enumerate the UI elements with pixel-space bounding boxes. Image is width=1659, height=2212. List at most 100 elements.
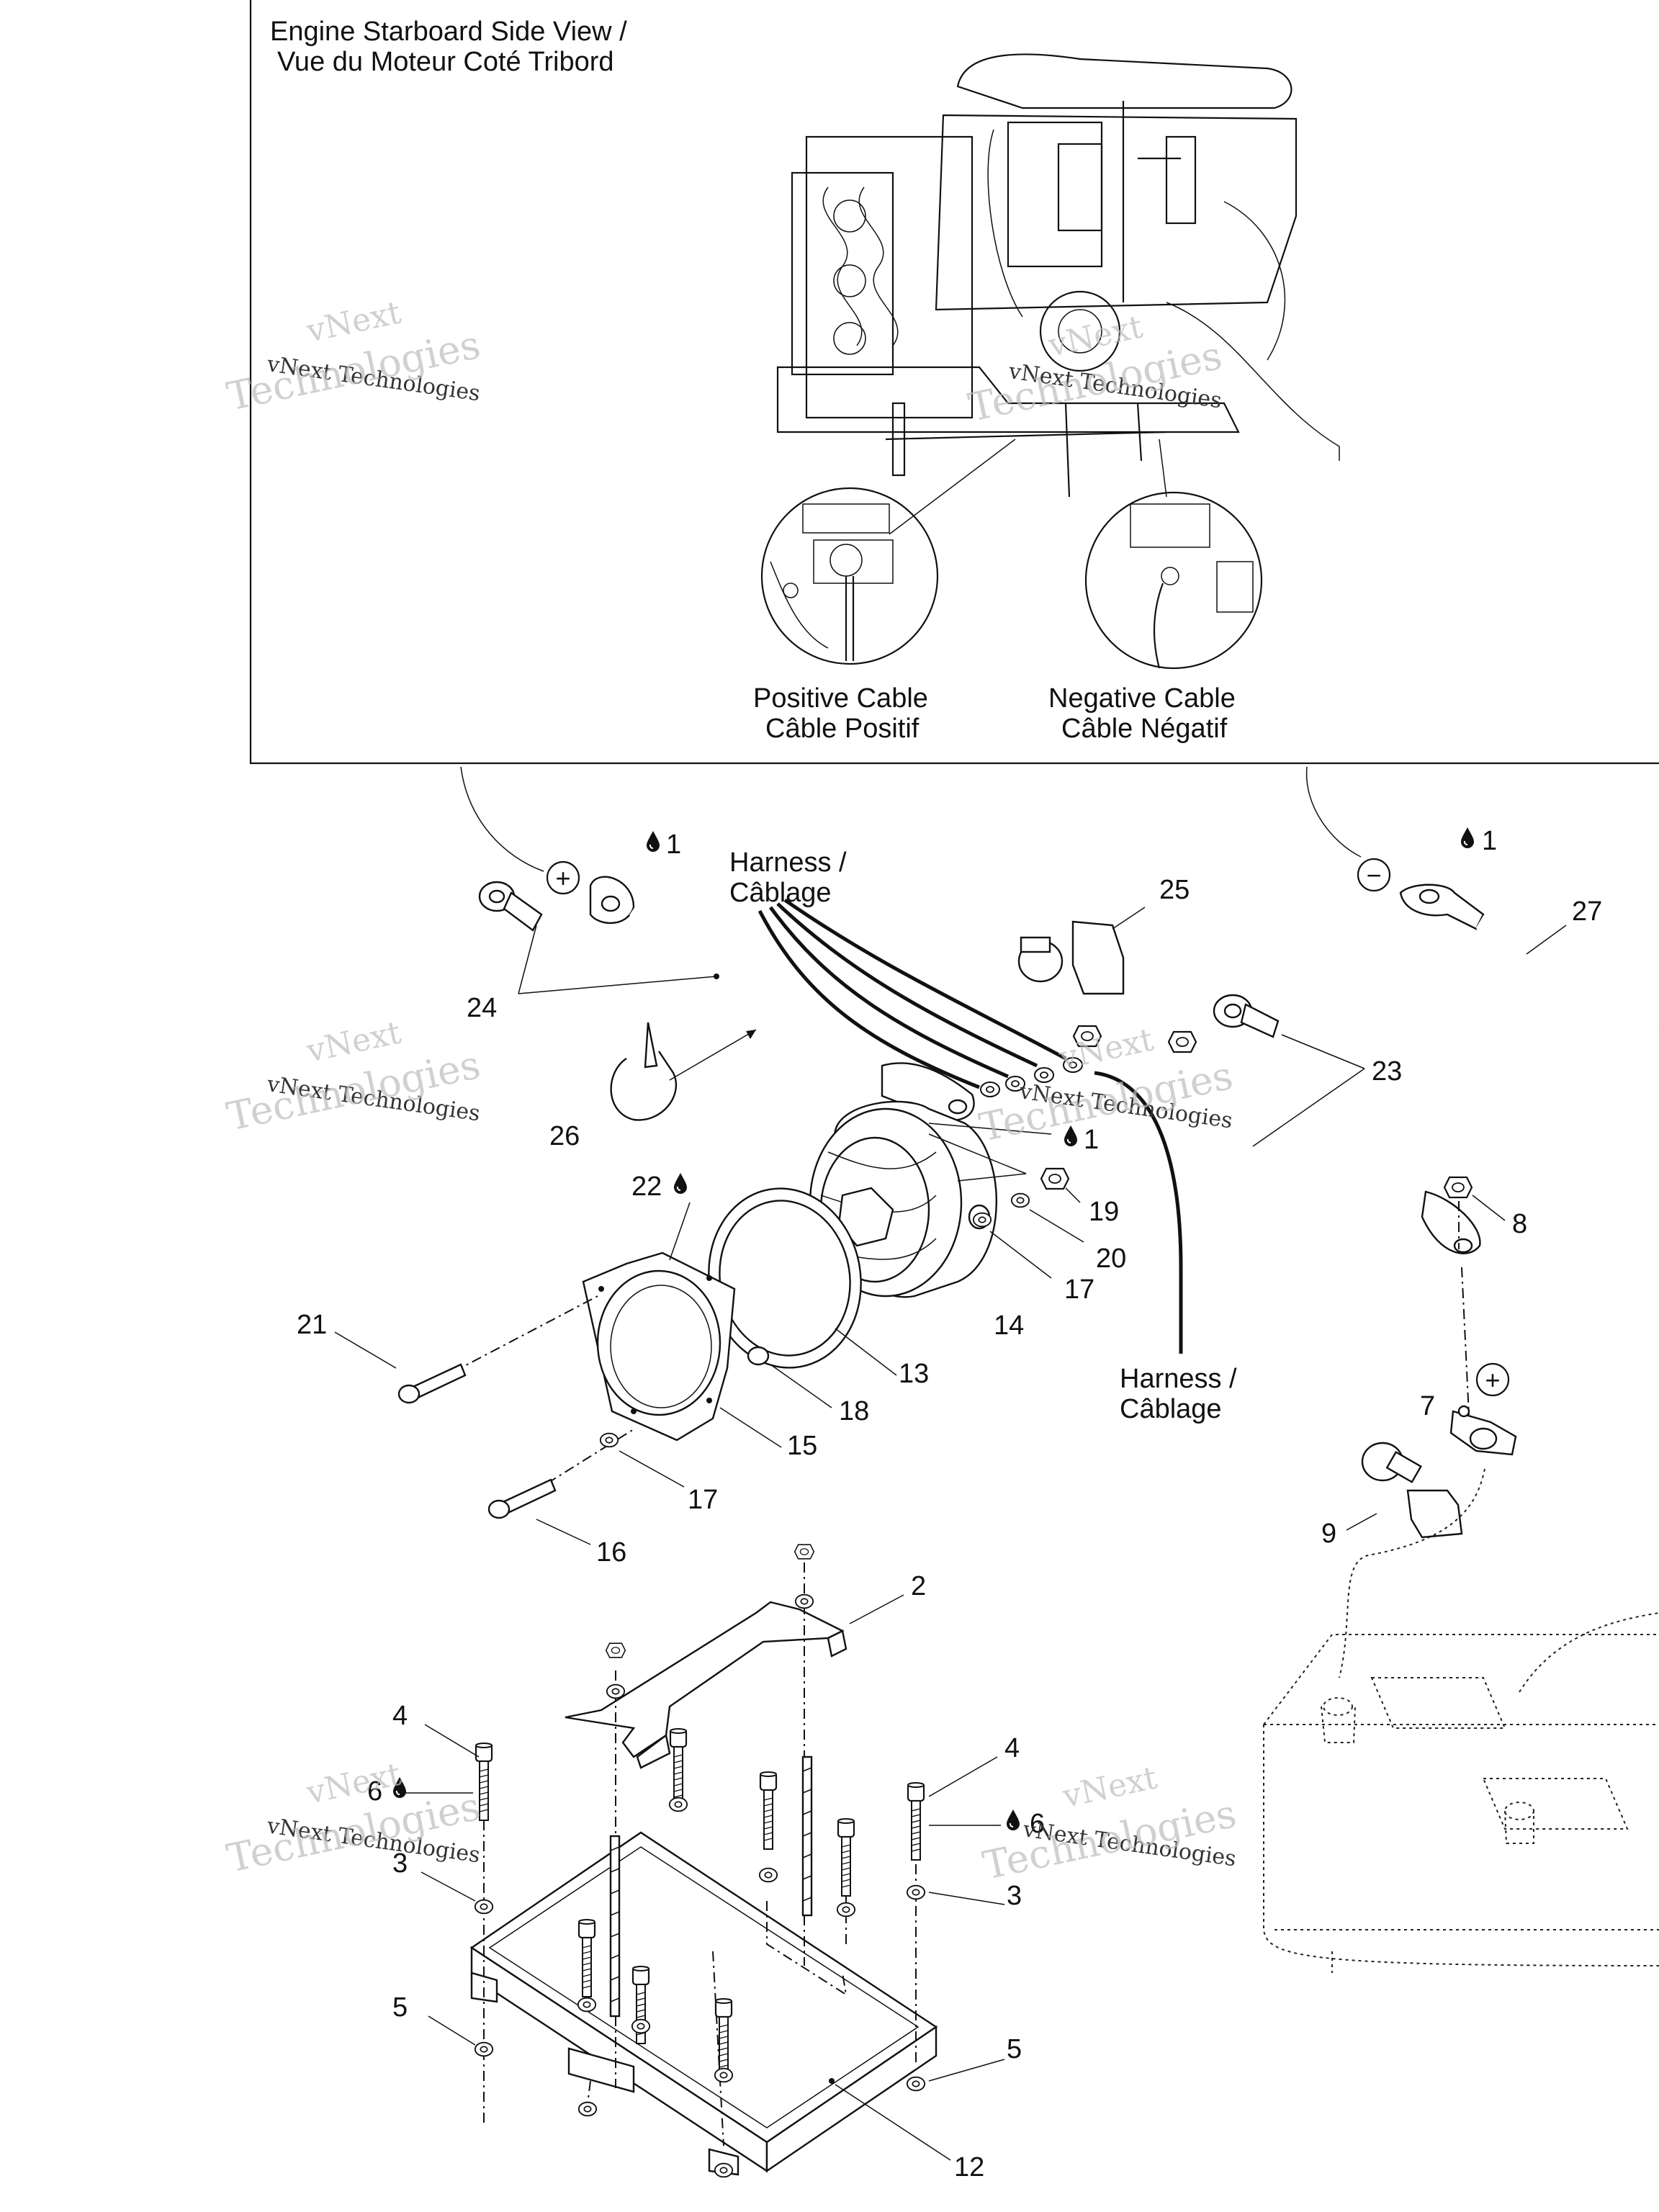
negative-cable-label-fr: Câble Négatif <box>1061 714 1228 744</box>
inset-title-line1: Engine Starboard Side View / <box>270 17 627 47</box>
svg-text:+: + <box>1485 1365 1500 1395</box>
positive-cable-label-fr: Câble Positif <box>765 714 920 744</box>
terminal-eyelet-24 <box>478 881 543 932</box>
part-label-25: 25 <box>1159 875 1190 905</box>
svg-text:+: + <box>555 863 570 893</box>
harness-label-bottom-line1: Harness / <box>1120 1364 1237 1394</box>
plus-terminal-icon: + <box>546 860 580 895</box>
watermark-mid-left: vNext vNext Technologies Technologies <box>223 1014 485 1139</box>
positive-cable-label-en: Positive Cable <box>753 683 928 714</box>
harness-label-bottom-line2: Câblage <box>1120 1394 1222 1424</box>
harness-label-top-line1: Harness / <box>729 848 847 878</box>
adhesive-drop-icon <box>646 830 660 852</box>
part-label-13: 13 <box>899 1359 929 1389</box>
adhesive-drop-icons <box>392 827 1475 1830</box>
battery <box>1263 1612 1659 1973</box>
part-labels: 1 1 1 2 3 3 4 4 5 5 6 6 7 8 9 12 13 14 1… <box>297 826 1602 2182</box>
nut-19 <box>1040 1167 1069 1190</box>
part-label-4: 4 <box>392 1701 408 1731</box>
washer-tray-2 <box>631 2018 651 2034</box>
washer-17-lower <box>599 1432 619 1448</box>
part-label-6: 6 <box>1030 1809 1045 1839</box>
part-label-12: 12 <box>954 2152 984 2182</box>
part-label-3: 3 <box>1007 1881 1022 1911</box>
part-label-21: 21 <box>297 1310 327 1340</box>
washer-top-2 <box>794 1593 814 1609</box>
bushing-18 <box>747 1346 770 1366</box>
bolt-inner-2 <box>759 1771 778 1851</box>
part-label-1: 1 <box>666 830 681 860</box>
washer-inner-3 <box>836 1902 856 1917</box>
nut-top-2 <box>794 1544 814 1560</box>
adhesive-drop-icon <box>673 1172 688 1194</box>
part-label-14: 14 <box>994 1310 1024 1341</box>
washer-bottom-2 <box>714 2162 734 2178</box>
bolt-4-right <box>907 1782 925 1861</box>
terminal-cap-9 <box>1361 1442 1463 1539</box>
gasket-13 <box>708 1187 862 1369</box>
part-label-8: 8 <box>1512 1209 1527 1239</box>
part-label-2: 2 <box>911 1571 926 1601</box>
part-label-24: 24 <box>467 993 497 1023</box>
washer-20 <box>1010 1192 1030 1208</box>
part-label-23: 23 <box>1372 1056 1402 1087</box>
part-label-26: 26 <box>549 1121 580 1151</box>
terminal-cap-25 <box>1017 920 1125 995</box>
tie-wrap-26 <box>610 1022 678 1121</box>
engine-inset: Engine Starboard Side View / Vue du Mote… <box>249 0 1659 765</box>
bolt-inner-3 <box>837 1818 855 1897</box>
zoom-circle-negative <box>1084 491 1263 670</box>
watermark-top-right: vNext vNext Technologies Technologies <box>965 308 1226 430</box>
washer-bottom-1 <box>577 2101 598 2117</box>
washer-inner-2 <box>758 1867 778 1883</box>
adhesive-drop-icon <box>1006 1809 1020 1830</box>
part-label-5: 5 <box>392 1992 408 2023</box>
battery-tray-12 <box>469 1831 938 2176</box>
washer-inner-1 <box>668 1797 688 1812</box>
watermark-bottom-left: vNext vNext Technologies Technologies <box>223 1755 485 1881</box>
washer-5-left <box>474 2041 494 2057</box>
washer-3-right <box>906 1884 926 1900</box>
washer-5-right <box>906 2076 926 2092</box>
ground-cable-23 <box>1120 994 1481 1254</box>
part-label-15: 15 <box>787 1431 817 1461</box>
part-label-7: 7 <box>1420 1391 1435 1421</box>
positive-cable-24 <box>589 876 975 1122</box>
part-label-4: 4 <box>1004 1733 1020 1763</box>
part-label-17: 17 <box>688 1485 718 1515</box>
nut-top-left <box>606 1642 626 1658</box>
minus-terminal-icon: − <box>1357 858 1391 892</box>
part-label-18: 18 <box>839 1396 869 1426</box>
adhesive-drop-icon <box>1460 827 1475 848</box>
hold-down-bracket-2 <box>565 1601 848 1769</box>
engine-drawing <box>776 53 1340 498</box>
part-label-16: 16 <box>596 1537 626 1568</box>
washer-top-left <box>606 1683 626 1699</box>
washer-tray-3 <box>714 2067 734 2083</box>
washer-17-upper <box>972 1212 992 1228</box>
harness-wires-top <box>757 898 1067 1089</box>
part-label-19: 19 <box>1089 1197 1119 1227</box>
svg-text:−: − <box>1366 860 1381 890</box>
plus-terminal-icon: + <box>1475 1362 1510 1397</box>
svg-text:vNext: vNext <box>1059 1759 1161 1815</box>
part-label-1: 1 <box>1482 826 1497 856</box>
part-label-5: 5 <box>1007 2034 1022 2064</box>
watermark-top-left: vNext vNext Technologies Technologies <box>223 294 485 419</box>
part-label-6: 6 <box>367 1776 382 1807</box>
part-label-3: 3 <box>392 1848 408 1879</box>
part-label-17: 17 <box>1064 1274 1094 1305</box>
bolt-inner-1 <box>669 1728 688 1807</box>
negative-cable-27 <box>1399 884 1659 1036</box>
part-label-1: 1 <box>1084 1125 1099 1155</box>
battery-clamp-7 <box>1449 1405 1517 1456</box>
washer-tray-1 <box>577 1997 597 2013</box>
negative-cable-label-en: Negative Cable <box>1048 683 1236 714</box>
harness-label-top-line2: Câblage <box>729 878 832 908</box>
part-label-22: 22 <box>631 1172 662 1202</box>
mounting-bracket-15 <box>582 1251 736 1442</box>
washer-3-left <box>474 1899 494 1915</box>
part-label-27: 27 <box>1572 896 1602 927</box>
nut-8 <box>1444 1176 1473 1199</box>
